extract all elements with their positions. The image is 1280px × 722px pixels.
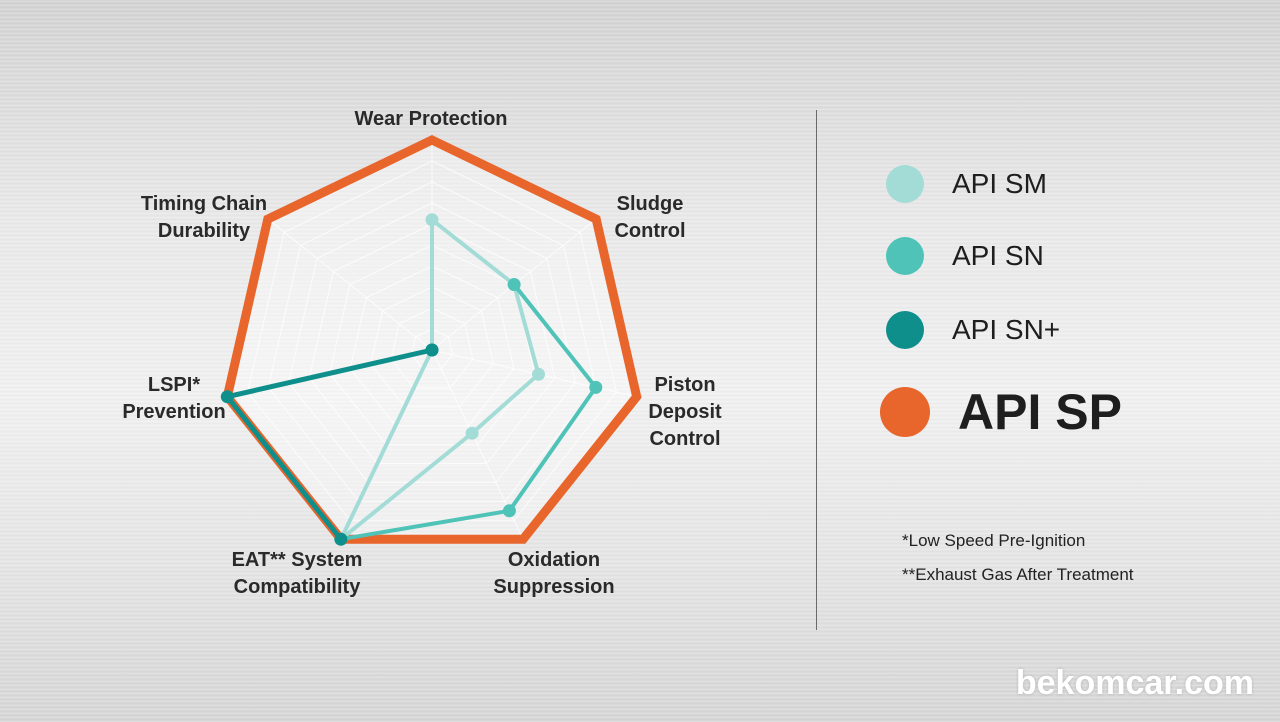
- divider: [816, 110, 817, 630]
- series-line-api-sn: [340, 283, 598, 542]
- axis-label-line: Timing Chain: [141, 193, 267, 215]
- grid-ring: [370, 286, 494, 408]
- grid-ring: [267, 181, 597, 502]
- data-point-api-sn: [220, 390, 234, 404]
- legend-label: API SP: [958, 384, 1122, 440]
- axis-label-line: Prevention: [122, 401, 225, 423]
- legend-item-api-sn: API SN: [880, 237, 1044, 275]
- data-point-api-sm: [425, 213, 439, 227]
- data-point-api-sm: [465, 426, 479, 440]
- legend-label: API SN: [952, 240, 1044, 271]
- grid-ring: [349, 265, 515, 427]
- legend-swatch: [886, 311, 924, 349]
- axis-label-line: LSPI*: [148, 374, 200, 396]
- axis-label-line: Oxidation: [508, 549, 600, 571]
- grid-ring: [247, 160, 617, 521]
- data-point-api-sn: [334, 532, 348, 546]
- axis-label-line: Control: [614, 220, 685, 242]
- data-point-api-sn-center: [425, 343, 439, 357]
- legend-label: API SM: [952, 168, 1047, 199]
- axis-label-line: Wear Protection: [355, 108, 508, 130]
- grid-ring: [288, 202, 576, 483]
- axis-label: LSPI* Prevention: [122, 374, 225, 423]
- radar-series: [220, 135, 642, 546]
- grid-spoke: [267, 218, 433, 351]
- legend-label: API SN+: [952, 314, 1061, 345]
- legend-swatch: [880, 387, 930, 437]
- series-api-sp: [222, 135, 642, 544]
- axis-label: Wear Protection: [355, 108, 508, 130]
- footnote-lspi: *Low Speed Pre-Ignition: [902, 531, 1086, 550]
- data-point-api-sm: [532, 367, 545, 381]
- legend-item-api-sp: API SP: [880, 383, 1122, 441]
- axis-label-line: Suppression: [493, 576, 614, 598]
- legend-item-api-sn: API SN+: [880, 311, 1060, 349]
- legend-swatch: [886, 237, 924, 275]
- axis-label-line: EAT** System: [232, 549, 363, 571]
- data-point-api-sn: [589, 380, 603, 394]
- grid-ring: [410, 328, 454, 370]
- data-point-api-sn: [502, 504, 516, 518]
- axis-label-line: Control: [649, 428, 720, 450]
- axis-label-line: Piston: [654, 374, 715, 396]
- series-line-api-sp: [222, 135, 642, 544]
- grid-ring: [390, 307, 474, 389]
- watermark: bekomcar.com: [1015, 664, 1254, 702]
- legend-item-api-sm: API SM: [880, 165, 1047, 203]
- axis-label-line: Deposit: [648, 401, 722, 423]
- axis-label-line: Sludge: [617, 193, 684, 215]
- footnote-eat: **Exhaust Gas After Treatment: [902, 565, 1134, 584]
- axis-label-line: Durability: [158, 220, 251, 242]
- axis-label-line: Compatibility: [234, 576, 362, 598]
- legend-swatch: [886, 165, 924, 203]
- data-point-api-sn: [507, 278, 521, 291]
